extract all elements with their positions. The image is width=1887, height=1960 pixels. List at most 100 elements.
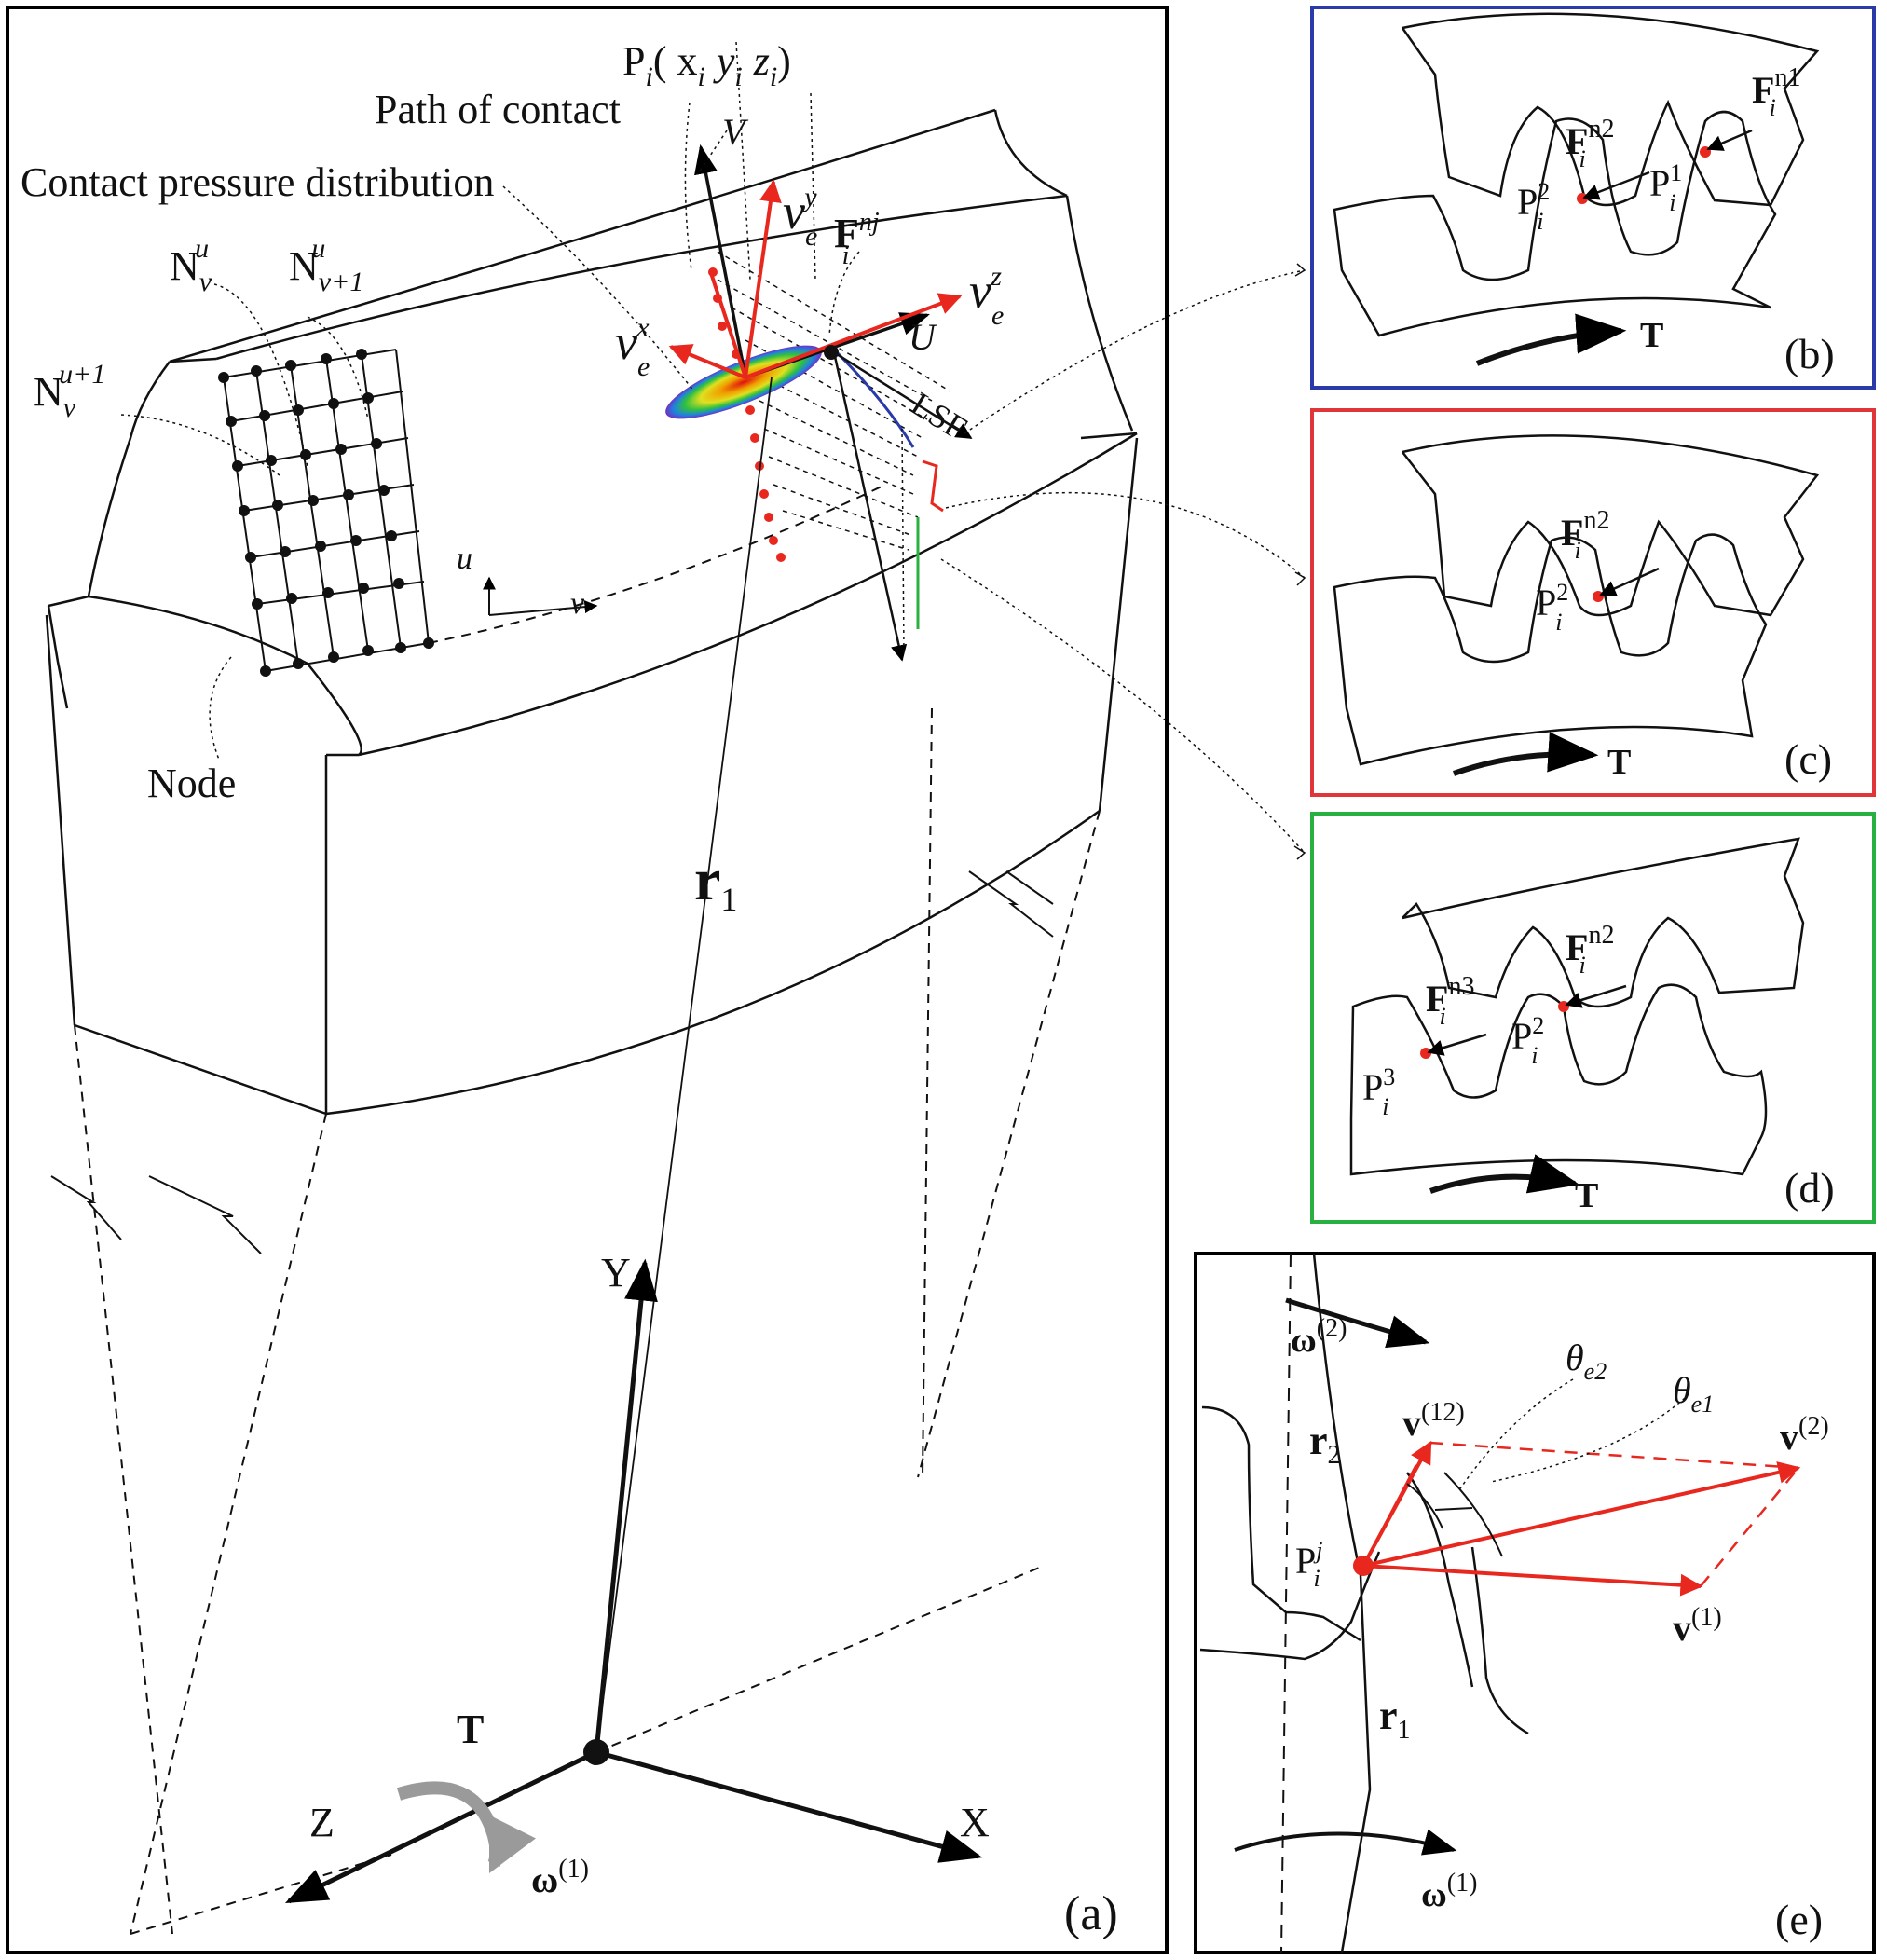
angle-leaders-e <box>1457 1378 1686 1492</box>
leader-arrowhead-d <box>1293 845 1306 860</box>
T-label-a: T <box>457 1706 484 1752</box>
panel-a: u v <box>6 6 1306 1954</box>
ve-x-label: vex <box>615 312 650 382</box>
panel-a-frame <box>6 6 1169 1954</box>
contact-P2-dot-c <box>1593 591 1604 602</box>
theta-e1-label: θe1 <box>1673 1369 1714 1418</box>
torque-arrow <box>396 1781 537 1874</box>
leader-lines <box>120 41 1306 854</box>
torque-arrow-d <box>1429 1154 1580 1194</box>
origin-dot <box>583 1739 609 1765</box>
velocity-vectors <box>1353 1440 1801 1597</box>
panel-b-frame <box>1310 6 1876 390</box>
N-v-u-label: Nvu <box>170 233 212 297</box>
contact-P2-dot-d <box>1558 1001 1569 1012</box>
ve-z-arrow <box>745 293 963 379</box>
U-label: U <box>909 316 938 358</box>
gear-pair-b <box>1333 12 1820 337</box>
panel-c-frame <box>1310 408 1876 797</box>
omega2-arrow <box>1285 1297 1430 1349</box>
contact-hatching <box>717 251 951 551</box>
Y-axis-arrow <box>594 1258 658 1753</box>
r2-label: r2 <box>1309 1418 1341 1470</box>
leader-arrowhead-c <box>1294 571 1306 586</box>
F-normal-arrow <box>832 351 908 662</box>
red-profile-line <box>708 269 747 378</box>
LSF-label: LSF <box>905 385 974 447</box>
contact-P2-dot-b <box>1577 193 1588 204</box>
node-label: Node <box>147 761 236 806</box>
contact-P3-dot-d <box>1420 1048 1431 1059</box>
Z-label: Z <box>309 1800 335 1845</box>
gear-pair-c <box>1333 434 1820 766</box>
gear-tooth-outline <box>45 108 1139 1116</box>
profile-curve-red <box>922 459 944 513</box>
v12-label: v(12) <box>1402 1398 1465 1444</box>
force-F2-arrow-b <box>1582 171 1650 200</box>
N-v-u1-label: Nvu+1 <box>34 359 105 423</box>
contact-P-dot-e <box>1353 1556 1374 1576</box>
v-secondary <box>1361 1464 1418 1567</box>
torque-arrow-b <box>1475 313 1627 366</box>
omega1-label-a: ω(1) <box>531 1855 589 1900</box>
V-label: V <box>722 111 749 153</box>
r1-vector-line <box>595 377 773 1753</box>
omega1-label-e: ω(1) <box>1421 1869 1477 1914</box>
mesh-grid <box>218 349 434 677</box>
break-marks <box>50 870 1054 1254</box>
gear-teeth-e <box>1199 1253 1529 1953</box>
mesh-node-dots <box>218 349 434 677</box>
LSF-arrow <box>828 348 973 440</box>
ve-z-label: vez <box>969 261 1004 331</box>
panel-a-label: (a) <box>1064 1887 1118 1940</box>
contact-pressure-label: Contact pressure distribution <box>21 159 494 205</box>
local-u-label: u <box>457 541 472 576</box>
dashed-base <box>74 484 1101 1935</box>
Z-axis-arrow <box>284 1749 598 1904</box>
panel-c-label: (c) <box>1784 735 1832 783</box>
T-label-b: T <box>1640 316 1663 355</box>
v1-to-v2-dashed <box>1700 1467 1799 1587</box>
panel-d-label: (d) <box>1784 1164 1835 1212</box>
ve-y-arrow <box>744 179 782 378</box>
local-v-label: v <box>570 586 585 621</box>
ve-y-label: vey <box>783 182 817 252</box>
force-F3-arrow-d <box>1427 1033 1487 1056</box>
torque-arrow-c <box>1452 732 1599 776</box>
v1-arrow <box>1362 1564 1703 1597</box>
panel-e-frame <box>1194 1252 1876 1954</box>
dashed-centerline-e <box>1280 1253 1292 1953</box>
N-v1-u-label: Nv+1u <box>289 233 363 297</box>
leader-arrowhead-b <box>1294 263 1306 277</box>
v12-dashed-top <box>1429 1441 1799 1470</box>
ve-x-arrow <box>668 344 746 379</box>
V-axis-arrow <box>694 144 747 378</box>
r1-label-e: r1 <box>1379 1693 1411 1745</box>
X-axis-arrow <box>595 1749 983 1863</box>
local-frame <box>668 144 973 662</box>
theta-e2-label: θe2 <box>1566 1336 1607 1385</box>
T-label-d: T <box>1575 1176 1598 1215</box>
path-of-contact-label: Path of contact <box>375 87 621 132</box>
omega1-arrow-e <box>1234 1829 1457 1856</box>
omega2-label: ω(2) <box>1291 1314 1347 1360</box>
force-F2-arrow-c <box>1599 567 1660 596</box>
global-axes <box>284 1258 983 1904</box>
force-F2-arrow-d <box>1565 984 1627 1008</box>
contact-pressure-ellipse <box>665 345 822 419</box>
panel-e-label: (e) <box>1775 1896 1823 1943</box>
panel-b-label: (b) <box>1784 330 1835 377</box>
